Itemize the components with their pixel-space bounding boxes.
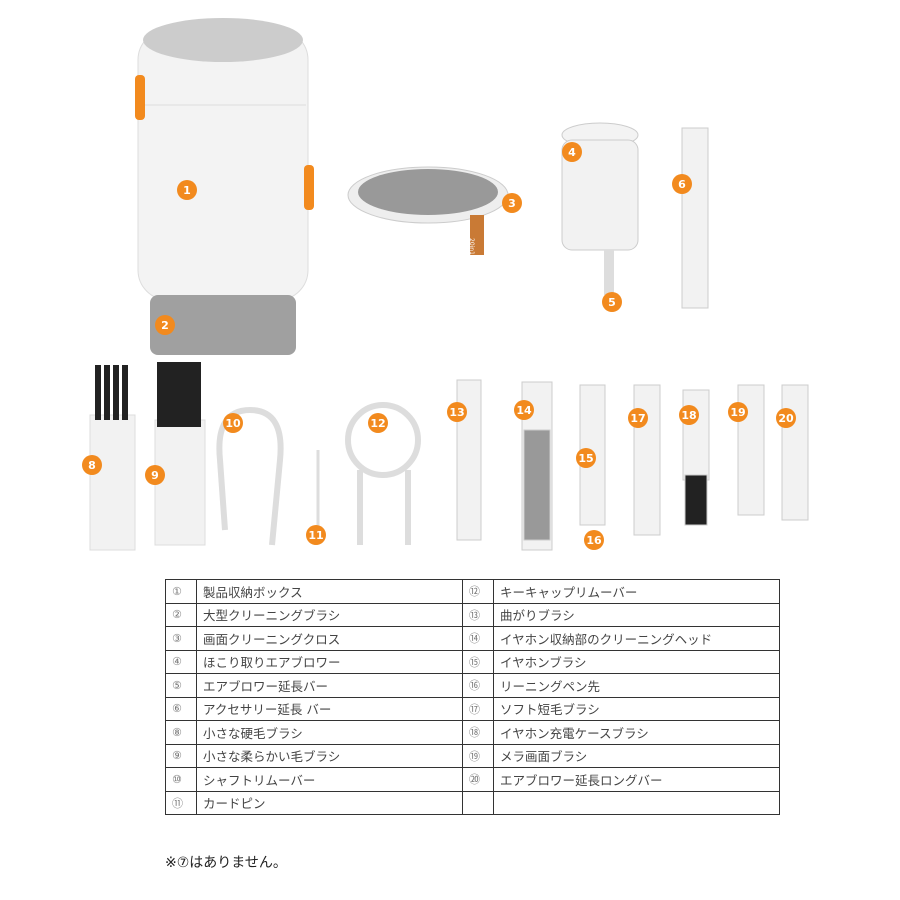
part-name: 大型クリーニングブラシ bbox=[196, 602, 463, 627]
part-number: ⑮ bbox=[462, 649, 494, 674]
callout-13: 13 bbox=[447, 402, 467, 422]
callout-8: 8 bbox=[82, 455, 102, 475]
svg-text:20in1: 20in1 bbox=[468, 238, 475, 255]
part-name: カードピン bbox=[196, 790, 463, 815]
part-number: ⑯ bbox=[462, 673, 494, 698]
part-name: イヤホン充電ケースブラシ bbox=[493, 720, 780, 745]
part-name: エアブロワー延長バー bbox=[196, 673, 463, 698]
part-name bbox=[493, 790, 780, 815]
part-name: イヤホンブラシ bbox=[493, 649, 780, 674]
part-number: ⑱ bbox=[462, 720, 494, 745]
callout-1: 1 bbox=[177, 180, 197, 200]
part-number: ⑥ bbox=[165, 696, 197, 721]
screen-cleaning-cloth: 20in1 bbox=[347, 166, 509, 255]
callout-19: 19 bbox=[728, 402, 748, 422]
part-number: ⑪ bbox=[165, 790, 197, 815]
footnote: ※⑦はありません。 bbox=[165, 855, 287, 871]
part-name: シャフトリムーバー bbox=[196, 767, 463, 792]
callout-9: 9 bbox=[145, 465, 165, 485]
part-number: ① bbox=[165, 579, 197, 604]
part-number: ⑭ bbox=[462, 626, 494, 651]
callout-14: 14 bbox=[514, 400, 534, 420]
part-name: 画面クリーニングクロス bbox=[196, 626, 463, 651]
small-brushes bbox=[89, 362, 206, 551]
callout-17: 17 bbox=[628, 408, 648, 428]
pen-tools bbox=[456, 379, 809, 551]
part-name: アクセサリー延長 バー bbox=[196, 696, 463, 721]
part-number: ⑰ bbox=[462, 696, 494, 721]
part-name: メラ画面ブラシ bbox=[493, 743, 780, 768]
part-name: 曲がりブラシ bbox=[493, 602, 780, 627]
air-blower bbox=[561, 122, 639, 295]
callout-18: 18 bbox=[679, 405, 699, 425]
part-number: ⑬ bbox=[462, 602, 494, 627]
part-name: エアブロワー延長ロングバー bbox=[493, 767, 780, 792]
part-number: ⑤ bbox=[165, 673, 197, 698]
callout-6: 6 bbox=[672, 174, 692, 194]
part-number: ③ bbox=[165, 626, 197, 651]
callout-5: 5 bbox=[602, 292, 622, 312]
part-name: 小さな硬毛ブラシ bbox=[196, 720, 463, 745]
part-name: リーニングペン先 bbox=[493, 673, 780, 698]
callout-11: 11 bbox=[306, 525, 326, 545]
callout-3: 3 bbox=[502, 193, 522, 213]
callout-16: 16 bbox=[584, 530, 604, 550]
part-number: ② bbox=[165, 602, 197, 627]
part-number: ⑫ bbox=[462, 579, 494, 604]
part-number: ⑲ bbox=[462, 743, 494, 768]
extension-bar bbox=[681, 127, 709, 309]
part-name: キーキャップリムーバー bbox=[493, 579, 780, 604]
part-number bbox=[462, 790, 494, 815]
product-illustrations: 20in1 bbox=[89, 18, 809, 551]
callout-4: 4 bbox=[562, 142, 582, 162]
part-name: 製品収納ボックス bbox=[196, 579, 463, 604]
callout-10: 10 bbox=[223, 413, 243, 433]
callout-20: 20 bbox=[776, 408, 796, 428]
callout-15: 15 bbox=[576, 448, 596, 468]
part-number: ⑩ bbox=[165, 767, 197, 792]
part-number: ⑨ bbox=[165, 743, 197, 768]
part-name: ソフト短毛ブラシ bbox=[493, 696, 780, 721]
callout-12: 12 bbox=[368, 413, 388, 433]
part-number: ④ bbox=[165, 649, 197, 674]
part-name: 小さな柔らかい毛ブラシ bbox=[196, 743, 463, 768]
part-name: ほこり取りエアブロワー bbox=[196, 649, 463, 674]
part-name: イヤホン収納部のクリーニングヘッド bbox=[493, 626, 780, 651]
callout-2: 2 bbox=[155, 315, 175, 335]
storage-box bbox=[135, 18, 314, 355]
removers bbox=[216, 402, 421, 546]
part-number: ⑳ bbox=[462, 767, 494, 792]
part-number: ⑧ bbox=[165, 720, 197, 745]
